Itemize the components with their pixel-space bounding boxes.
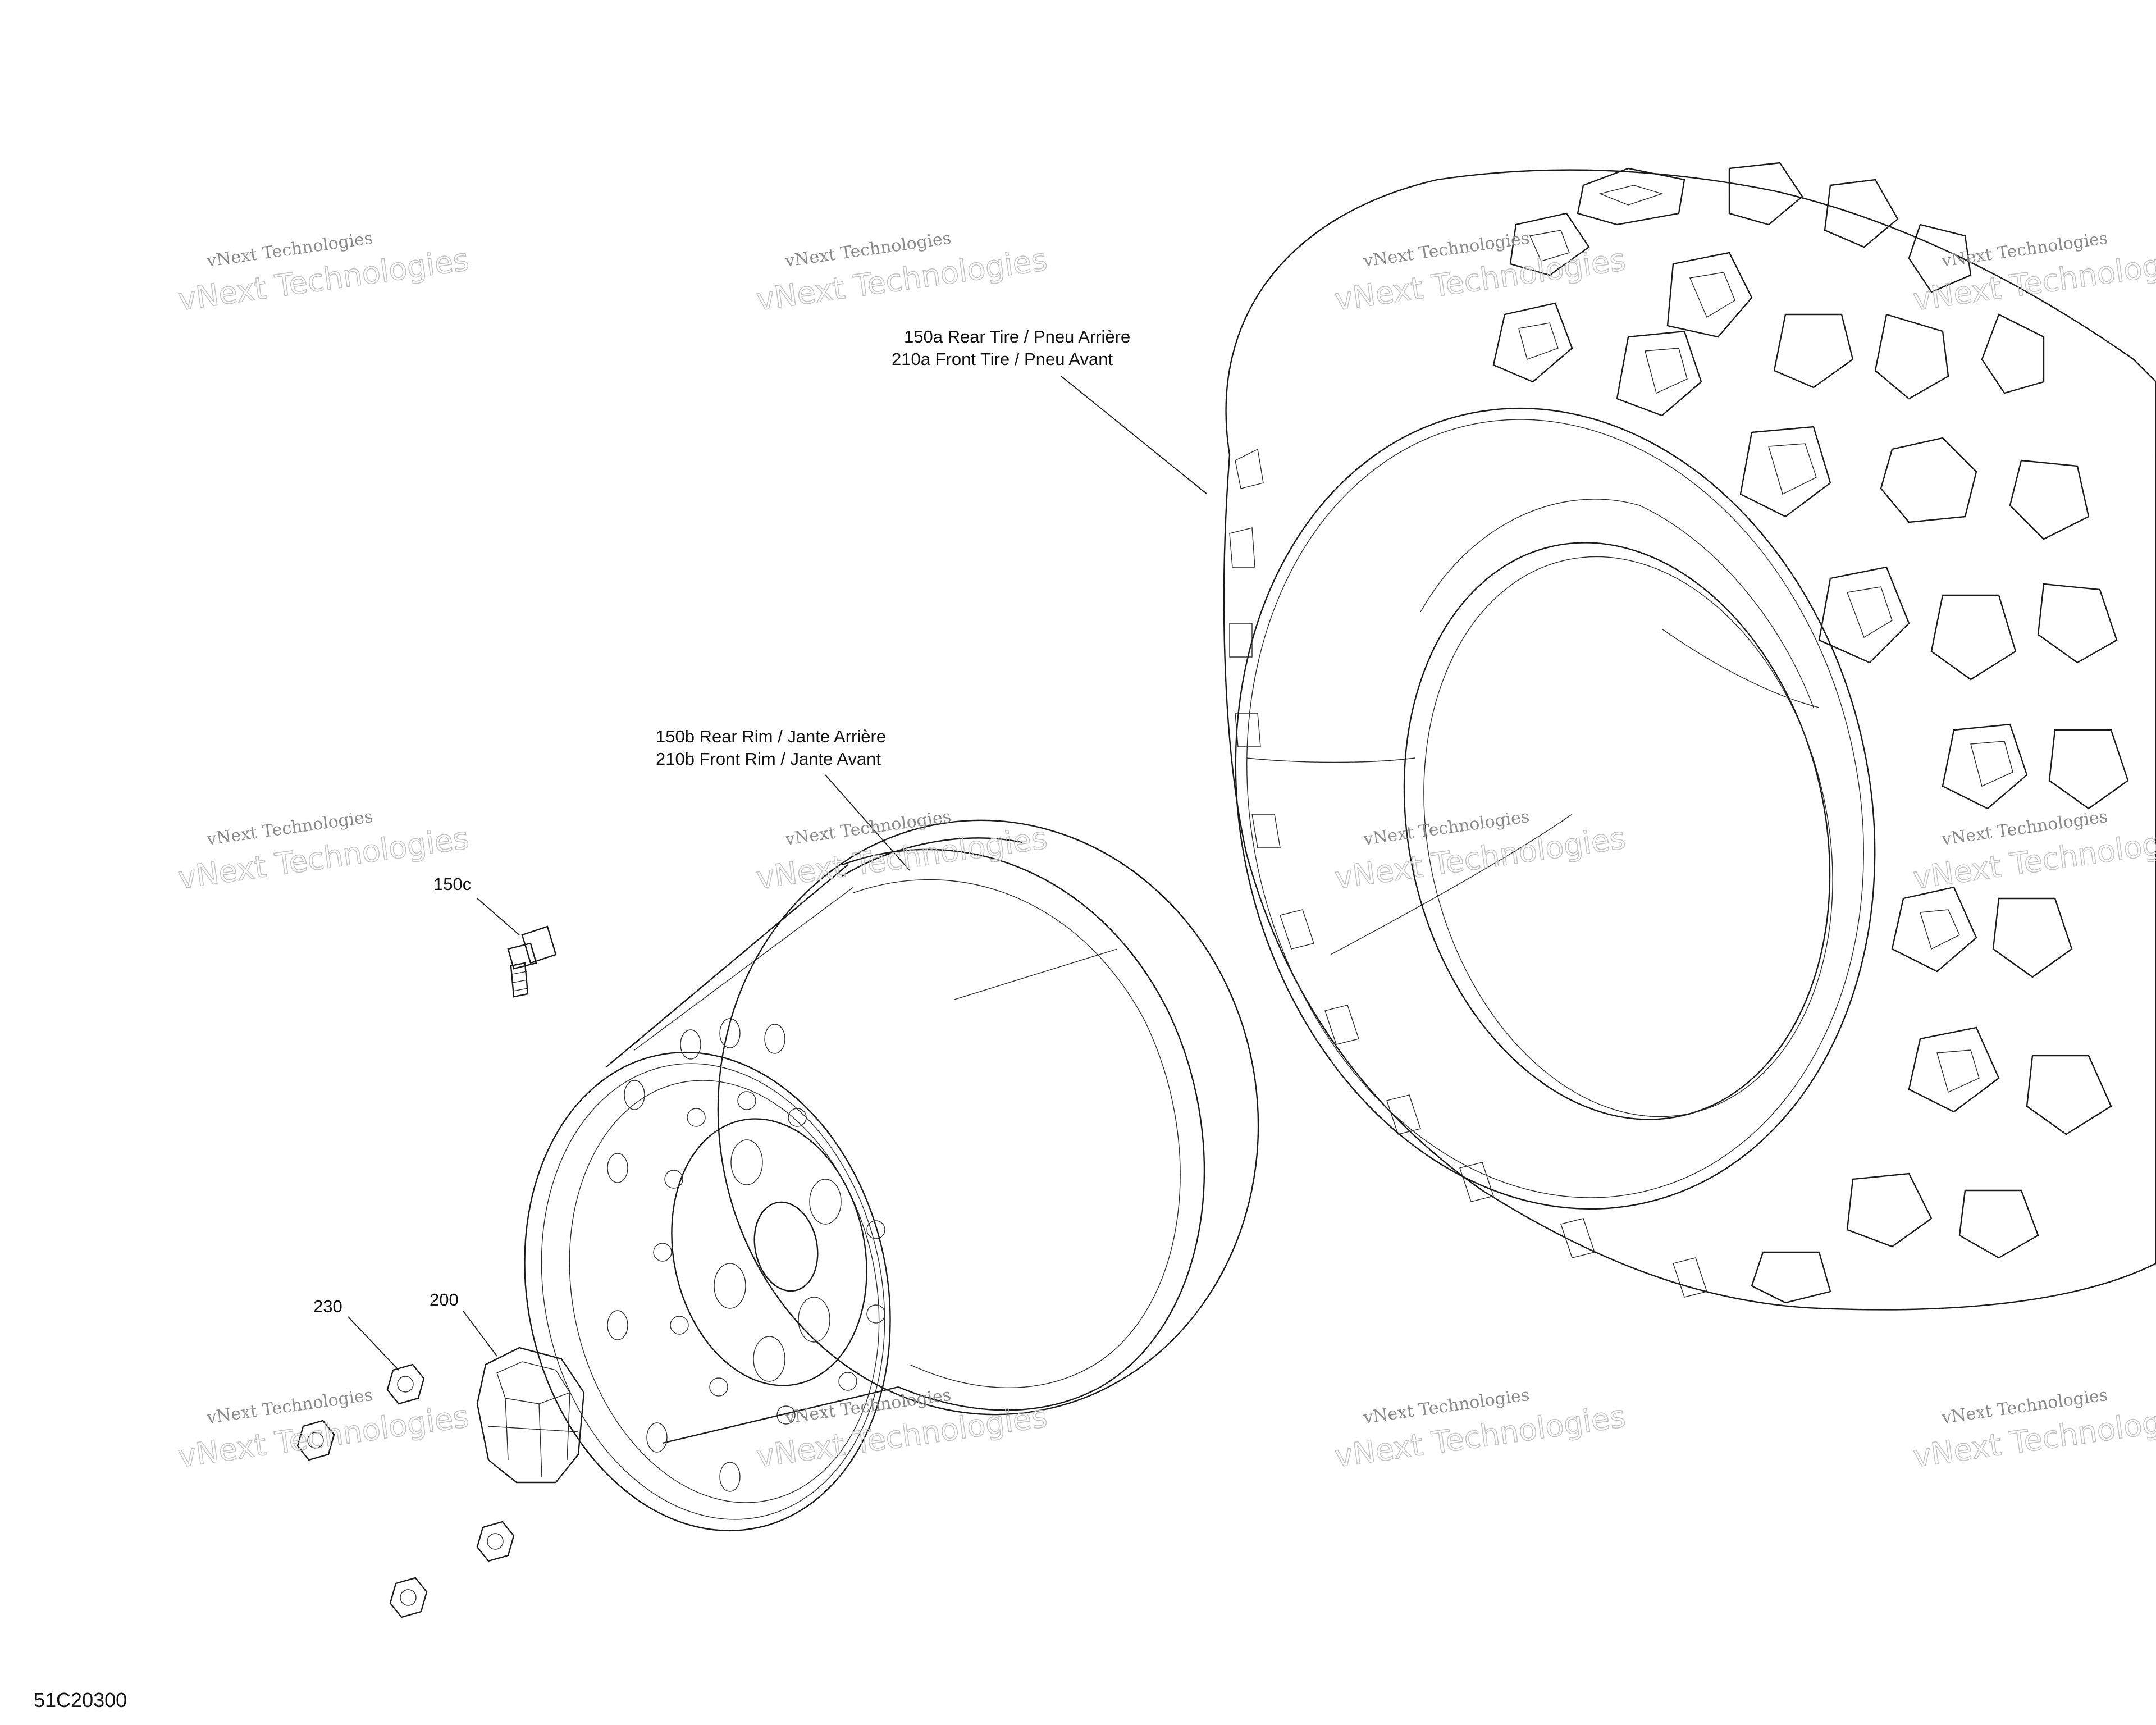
valve-stem-drawing: [507, 925, 557, 998]
valve-callout: 150c: [433, 874, 471, 894]
tire-drawing: [1223, 162, 2156, 1311]
tire-callout-line2: 210a Front Tire / Pneu Avant: [892, 349, 1113, 369]
nut-leader-line: [348, 1316, 399, 1371]
diagram-code: 51C20300: [34, 1689, 127, 1712]
rim-callout-line2: 210b Front Rim / Jante Avant: [656, 749, 881, 769]
hub-cap-drawing: [476, 1347, 585, 1484]
tire-leader-line: [1061, 376, 1208, 495]
cap-callout: 200: [430, 1290, 459, 1309]
tire-callout-line1: 150a Rear Tire / Pneu Arrière: [904, 327, 1130, 346]
nut-callout: 230: [313, 1297, 342, 1316]
cap-leader-line: [463, 1311, 497, 1357]
rim-drawing: [524, 819, 1259, 1532]
rim-callout-line1: 150b Rear Rim / Jante Arrière: [656, 727, 886, 746]
lug-nuts-drawing: [296, 1363, 515, 1618]
rim-leader-line: [825, 774, 910, 871]
watermark-grid: vNext Technologies vNext Technologies vN…: [176, 229, 2156, 1475]
valve-leader-line: [477, 898, 520, 935]
